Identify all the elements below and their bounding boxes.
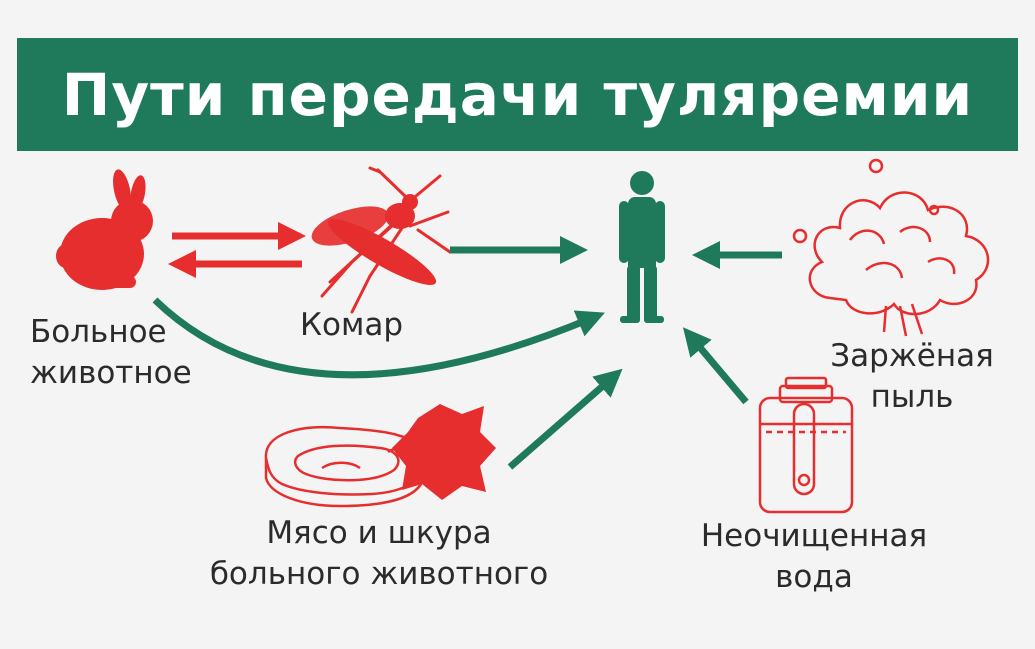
label-line: Мясо и шкура xyxy=(266,515,492,551)
label-line: больного животного xyxy=(209,556,549,592)
leather-hide-icon xyxy=(392,404,496,500)
label-line: вода xyxy=(775,559,853,595)
label-line: Неочищенная xyxy=(700,518,928,554)
label-line: Комар xyxy=(300,307,404,343)
label-mosquito: Комар xyxy=(300,305,403,346)
arrow-meat-to-person xyxy=(507,368,623,470)
arrow-animal-to-person xyxy=(152,297,605,379)
person-icon xyxy=(619,171,665,323)
label-line: Больное xyxy=(30,314,167,350)
meat-icon xyxy=(264,425,426,508)
page-title: Пути передачи туляремии xyxy=(61,60,974,129)
label-meat-skin: Мясо и шкура больного животного xyxy=(186,513,572,595)
label-sick-animal: Больное животное xyxy=(30,312,192,394)
mosquito-icon xyxy=(311,166,452,314)
rabbit-icon xyxy=(56,169,153,290)
label-line: животное xyxy=(30,355,192,391)
title-banner: Пути передачи туляремии xyxy=(17,38,1018,151)
label-water: Неочищенная вода xyxy=(682,516,946,598)
label-line: Заржёная xyxy=(830,338,994,374)
arrow-water-to-person xyxy=(682,327,749,405)
label-dust: Заржёная пыль xyxy=(812,336,1012,418)
label-line: пыль xyxy=(870,379,954,415)
dust-cloud-icon xyxy=(792,158,990,337)
water-canister-icon xyxy=(758,376,854,514)
